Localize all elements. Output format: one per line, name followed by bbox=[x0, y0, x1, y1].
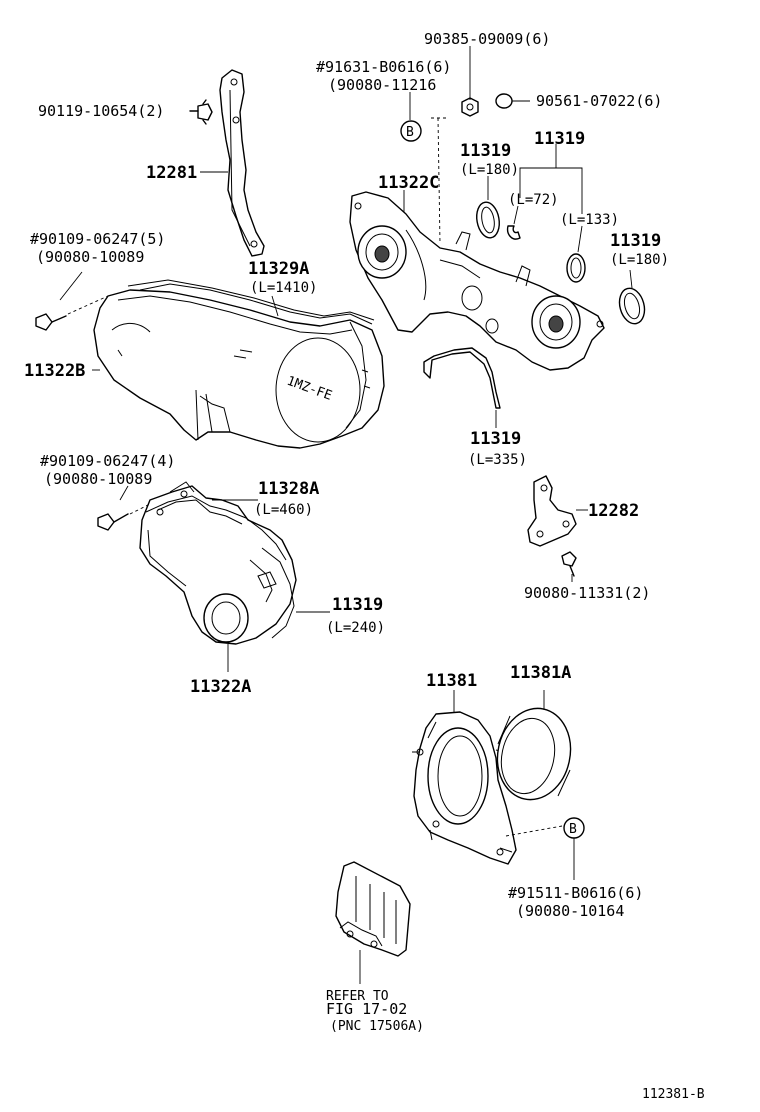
label-11319-b-length-133: (L=133) bbox=[560, 212, 619, 228]
callout-b-bottom-label: B bbox=[569, 822, 577, 837]
bolt-90119-10654 bbox=[189, 99, 213, 125]
gasket-11319-335 bbox=[423, 347, 501, 409]
seal-11328a bbox=[145, 495, 287, 561]
label-11319-b-length-72: (L=72) bbox=[508, 192, 559, 208]
engine-mark: 1MZ-FE bbox=[285, 374, 334, 404]
callout-b-top: B bbox=[400, 120, 422, 142]
gasket-11319-180-left bbox=[476, 201, 500, 239]
label-11319-c-length: (L=180) bbox=[610, 252, 669, 268]
label-91511-b0616: #91511-B0616(6) bbox=[508, 884, 643, 902]
label-90080-10164: (90080-10164 bbox=[516, 902, 624, 920]
cover-11322c bbox=[349, 191, 605, 371]
label-refer-to: REFER TO bbox=[326, 989, 389, 1004]
label-11381: 11381 bbox=[426, 671, 477, 691]
gasket-11319-72 bbox=[506, 225, 521, 240]
label-11319-c: 11319 bbox=[610, 231, 661, 251]
baffle-plate-17506a bbox=[335, 861, 411, 957]
label-90080-10089-a: (90080-10089 bbox=[36, 248, 144, 266]
label-11322c: 11322C bbox=[378, 173, 439, 193]
label-12282: 12282 bbox=[588, 501, 639, 521]
label-90561-07022: 90561-07022(6) bbox=[536, 92, 662, 110]
oil-seal-11381a bbox=[496, 707, 572, 801]
label-refer-pnc: (PNC 17506A) bbox=[330, 1019, 424, 1034]
label-11319-a: 11319 bbox=[460, 141, 511, 161]
label-11329a-length: (L=1410) bbox=[250, 280, 317, 296]
label-90385-09009: 90385-09009(6) bbox=[424, 30, 550, 48]
label-91631-b0616: #91631-B0616(6) bbox=[316, 58, 451, 76]
gasket-11319-133 bbox=[566, 253, 586, 283]
label-11319-d-length: (L=335) bbox=[468, 452, 527, 468]
retainer-11381 bbox=[412, 711, 517, 865]
label-90109-06247-4: #90109-06247(4) bbox=[40, 452, 175, 470]
callout-b-top-label: B bbox=[406, 125, 414, 140]
label-11319-b: 11319 bbox=[534, 129, 585, 149]
label-11319-e-length: (L=240) bbox=[326, 620, 385, 636]
label-11319-d: 11319 bbox=[470, 429, 521, 449]
bolt-90109-06247-4 bbox=[97, 485, 129, 531]
label-90119-10654: 90119-10654(2) bbox=[38, 102, 164, 120]
nut-90385-09009 bbox=[461, 46, 479, 117]
label-90109-06247-5: #90109-06247(5) bbox=[30, 230, 165, 248]
gasket-11319-240 bbox=[261, 547, 295, 639]
label-90080-11216: (90080-11216 bbox=[328, 76, 436, 94]
bracket-12282 bbox=[527, 475, 577, 547]
label-11319-a-length: (L=180) bbox=[460, 162, 519, 178]
label-11328a: 11328A bbox=[258, 479, 319, 499]
label-12281: 12281 bbox=[146, 163, 197, 183]
label-11322b: 11322B bbox=[24, 361, 85, 381]
gasket-11319-180-right bbox=[618, 287, 646, 325]
label-11381a: 11381A bbox=[510, 663, 571, 683]
label-11329a: 11329A bbox=[248, 259, 309, 279]
label-90080-11331: 90080-11331(2) bbox=[524, 584, 650, 602]
label-refer-fig: FIG 17-02 bbox=[326, 1000, 407, 1018]
label-11328a-length: (L=460) bbox=[254, 502, 313, 518]
cover-11322b: 1MZ-FE bbox=[93, 283, 385, 449]
label-90080-10089-b: (90080-10089 bbox=[44, 470, 152, 488]
bracket-12281 bbox=[219, 69, 265, 257]
figure-id: 112381-B bbox=[642, 1087, 705, 1102]
bolt-90109-06247-5 bbox=[35, 271, 83, 331]
bolt-90080-11331 bbox=[561, 551, 577, 577]
callout-b-bottom: B bbox=[563, 817, 585, 839]
label-11319-e: 11319 bbox=[332, 595, 383, 615]
label-11322a: 11322A bbox=[190, 677, 251, 697]
washer-90561-07022 bbox=[495, 93, 530, 109]
